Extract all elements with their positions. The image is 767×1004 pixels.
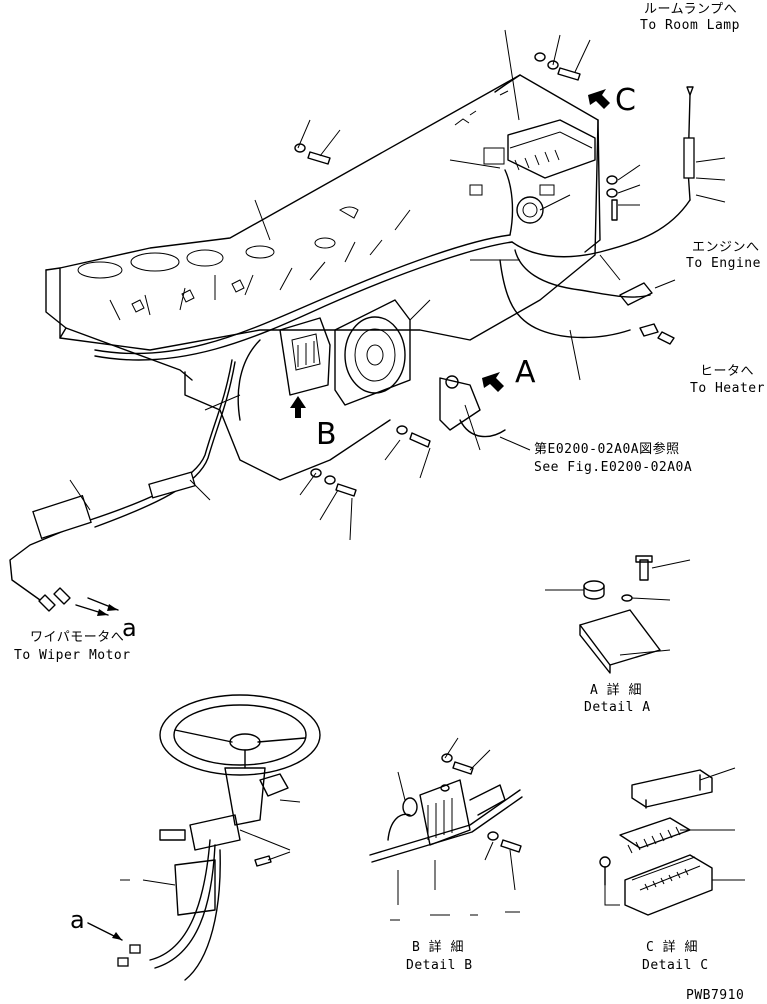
engine-label-en: To Engine (686, 256, 761, 271)
steering-column-drawing (87, 694, 321, 981)
detail-c-drawing (599, 767, 745, 916)
heater-label-en: To Heater (690, 381, 765, 396)
detail-c-title-en: Detail C (642, 958, 709, 973)
leader-lines (69, 29, 726, 541)
point-a-label-top: a (122, 614, 138, 642)
view-b-label: B (316, 417, 338, 452)
detail-a-drawing (545, 555, 691, 674)
fasteners (294, 52, 618, 497)
view-a-label: A (515, 355, 537, 390)
wiper-label-en: To Wiper Motor (14, 648, 131, 663)
drawing-number: PWB7910 (686, 988, 745, 1003)
detail-a-title-en: Detail A (584, 700, 651, 715)
room-lamp-label-jp: ルームランプへ (644, 2, 738, 17)
wire-harness (9, 86, 695, 616)
engine-label-jp: エンジンへ (692, 240, 760, 255)
detail-b-title-en: Detail B (406, 958, 473, 973)
view-arrows (290, 89, 610, 418)
heater-label-jp: ヒータへ (700, 364, 755, 379)
speaker-unit (279, 299, 411, 406)
detail-b-drawing (369, 737, 523, 921)
bracket-a (439, 375, 506, 438)
point-a-label-bottom: a (70, 906, 86, 934)
detail-c-title-jp: C 詳 細 (646, 940, 698, 955)
room-lamp-label-en: To Room Lamp (640, 18, 740, 33)
wiper-label-jp: ワイパモータへ (30, 630, 125, 645)
dashboard-housing (45, 74, 601, 481)
view-c-label: C (615, 83, 637, 118)
detail-a-title-jp: A 詳 細 (590, 683, 642, 698)
see-fig-label-en: See Fig.E0200-02A0A (534, 460, 693, 475)
detail-b-title-jp: B 詳 細 (412, 940, 464, 955)
see-fig-label-jp: 第E0200-02A0A図参照 (534, 442, 680, 457)
